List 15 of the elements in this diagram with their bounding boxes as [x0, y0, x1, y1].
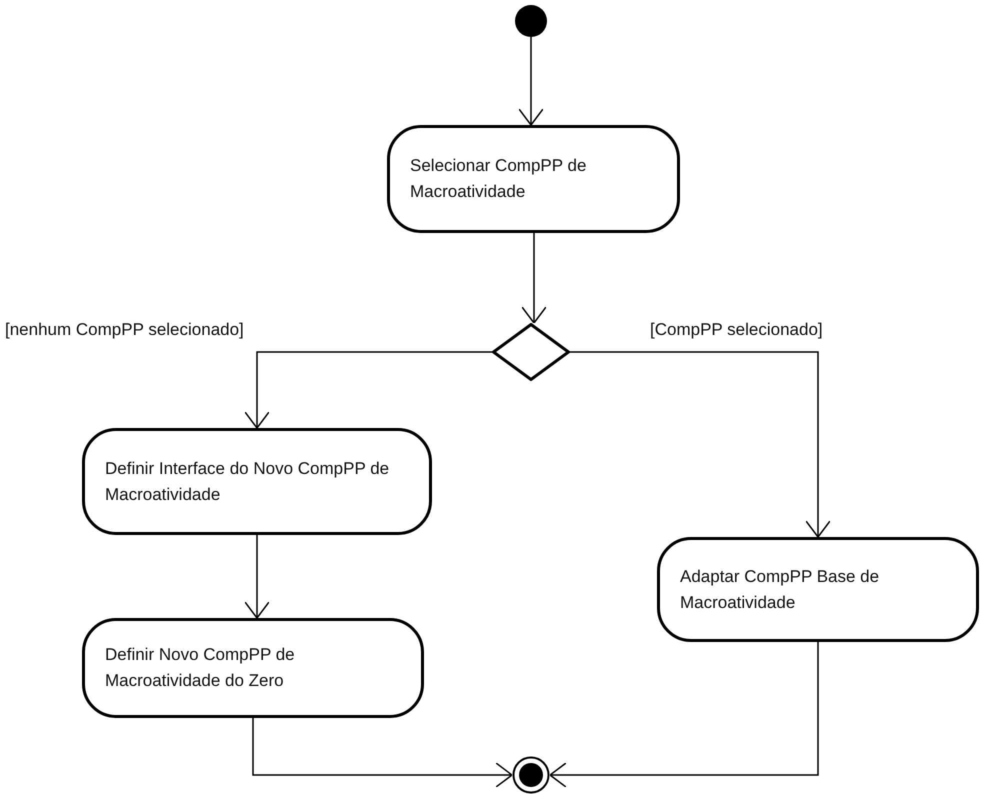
arrow — [570, 351, 831, 538]
arrow — [244, 535, 270, 619]
action-text: Selecionar CompPP de Macroatividade — [410, 155, 588, 203]
arrow — [252, 718, 513, 788]
arrow — [549, 642, 819, 788]
action-box — [82, 618, 424, 718]
action-text: Definir Interface do Novo CompPP de Macroatividade — [105, 458, 390, 506]
action-box — [657, 537, 979, 642]
arrow — [521, 233, 547, 324]
action-box — [387, 125, 680, 233]
action-text: Definir Novo CompPP de Macroatividade do Zero — [105, 644, 296, 692]
action-box — [82, 428, 432, 535]
action-text: Adaptar CompPP Base de Macroatividade — [680, 566, 880, 614]
arrow — [518, 37, 544, 126]
arrow — [244, 351, 492, 429]
